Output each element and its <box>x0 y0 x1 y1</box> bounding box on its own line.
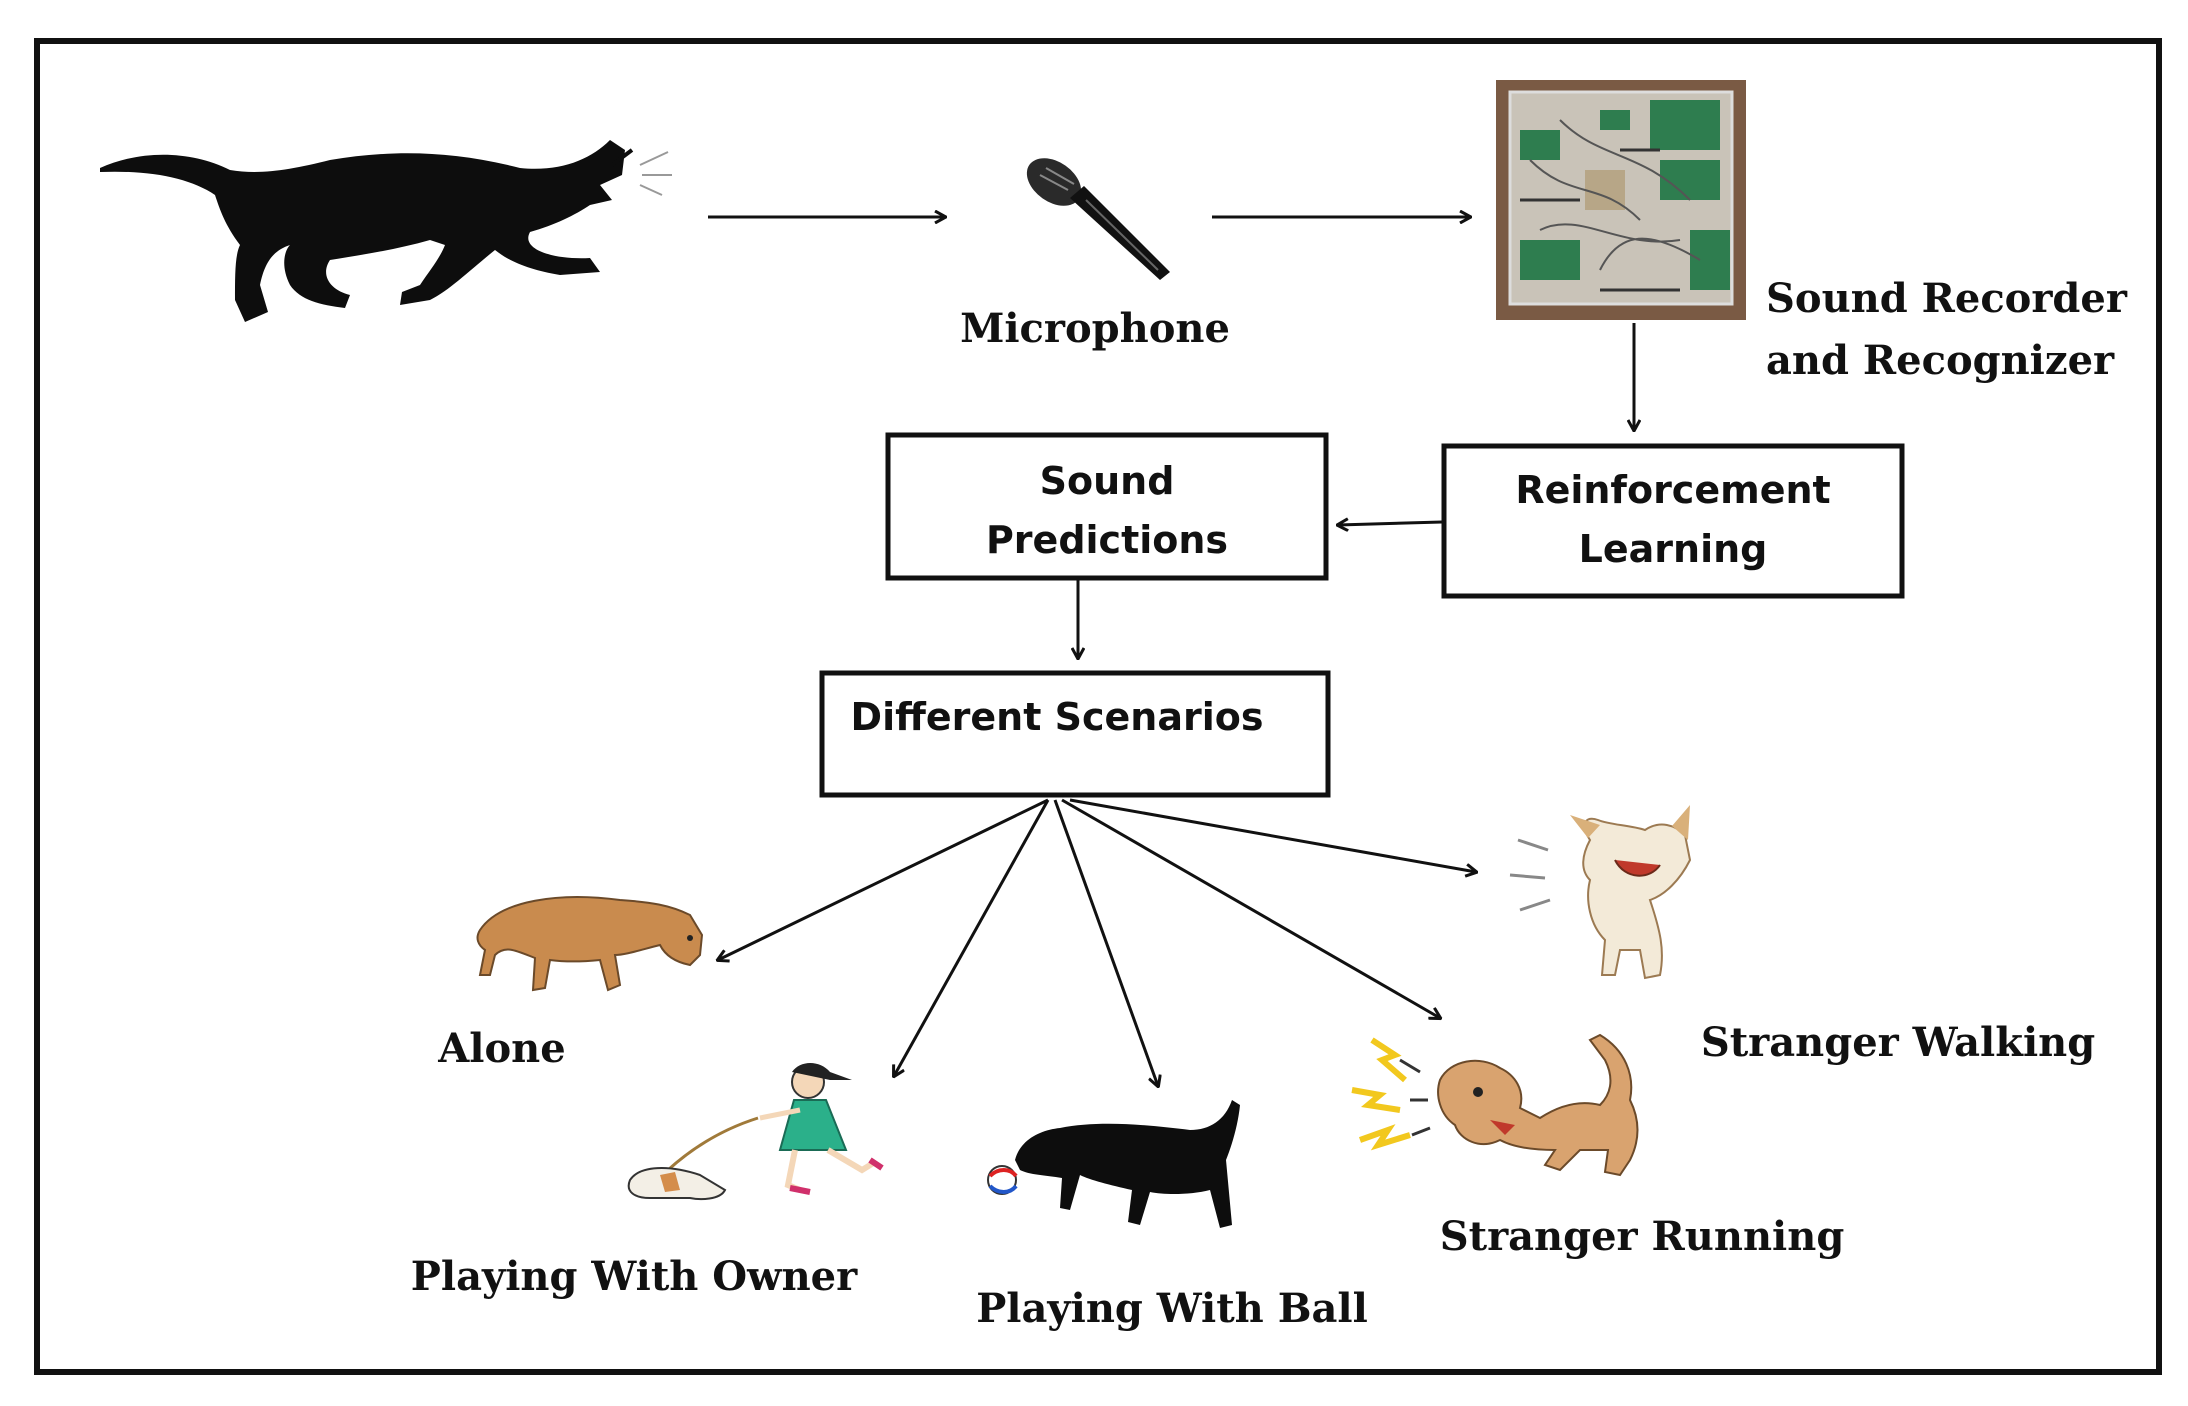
sound-recorder-label-line1: Sound Recorder <box>1766 275 2128 322</box>
circuit-board-icon <box>1496 80 1746 320</box>
reinforcement-learning-box <box>1441 443 1905 599</box>
sad-dog-icon <box>476 896 704 992</box>
predictions-label-line1: Sound <box>1040 459 1175 503</box>
predictions-label-line2: Predictions <box>986 518 1228 562</box>
barking-small-dog-icon <box>1509 805 1692 980</box>
microphone-label: Microphone <box>960 305 1230 352</box>
alone-label: Alone <box>437 1025 565 1072</box>
arrow-to-alone <box>718 798 1049 960</box>
arrow-reinforcement-to-predictions <box>1338 522 1443 525</box>
microphone-icon <box>1026 158 1170 280</box>
scenarios-label: Different Scenarios <box>851 695 1264 739</box>
stranger-running-label: Stranger Running <box>1440 1213 1845 1260</box>
playing-with-ball-label: Playing With Ball <box>976 1285 1368 1332</box>
arrow-to-playing-with-owner <box>894 799 1050 1076</box>
different-scenarios-box <box>819 670 1331 798</box>
reinforcement-label-line1: Reinforcement <box>1515 468 1830 512</box>
sound-recorder-label-line2: and Recognizer <box>1766 337 2115 384</box>
sound-predictions-box <box>885 432 1329 581</box>
playing-with-owner-label: Playing With Owner <box>411 1253 858 1300</box>
reinforcement-label-line2: Learning <box>1579 527 1768 571</box>
arrow-to-stranger-running <box>1061 798 1440 1018</box>
arrow-to-stranger-walking <box>1069 798 1476 872</box>
stranger-walking-label: Stranger Walking <box>1701 1019 2095 1066</box>
angry-dog-icon <box>1351 1033 1639 1177</box>
girl-walking-dog-icon <box>627 1063 884 1200</box>
arrow-to-playing-with-ball <box>1053 799 1158 1086</box>
barking-dog-silhouette-icon <box>100 140 672 322</box>
dog-with-ball-icon <box>987 1100 1240 1228</box>
